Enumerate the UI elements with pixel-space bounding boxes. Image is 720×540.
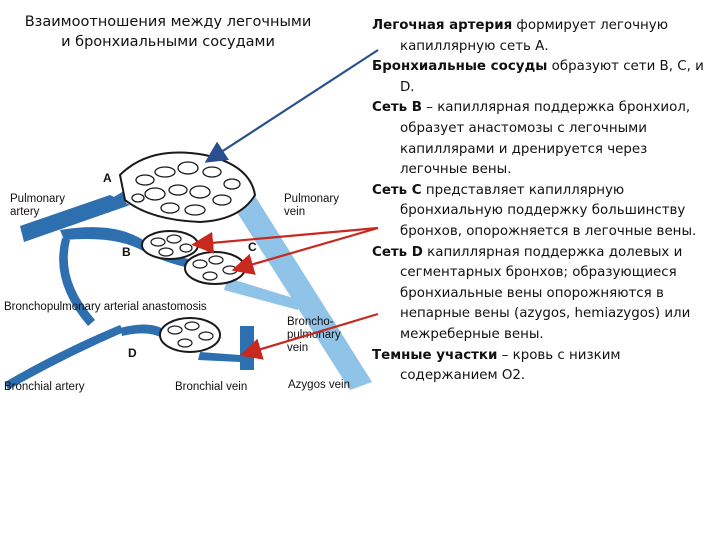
label-pulmonary-artery-1: Pulmonary [10, 193, 65, 205]
label-anastomosis: Bronchopulmonary arterial anastomosis [4, 301, 207, 313]
paragraph-rest: – капиллярная поддержка бронхиол, образу… [400, 100, 691, 178]
paragraph-lead: Сеть В [372, 100, 423, 116]
paragraph-rest: капиллярная поддержка долевых и сегмента… [400, 244, 691, 342]
label-d: D [128, 346, 137, 360]
paragraph-lead: Бронхиальные сосуды [372, 59, 548, 75]
paragraph-lead: Темные участки [372, 347, 498, 363]
paragraph-rest: представляет капиллярную бронхиальную по… [400, 182, 697, 239]
label-b: B [122, 245, 131, 259]
paragraph-dark-areas: Темные участки – кровь с низким содержан… [372, 346, 717, 387]
label-a: A [103, 171, 112, 185]
paragraph-network-b: Сеть В – капиллярная поддержка бронхиол,… [372, 98, 717, 180]
azygos-vein-vessel [240, 326, 254, 370]
broncho-pulmonary-vein-band [224, 278, 300, 310]
label-bronchial-artery: Bronchial artery [4, 381, 85, 393]
label-broncho-pulmonary-vein-2: pulmonary [287, 329, 341, 341]
arrow-to-network-a [204, 49, 379, 163]
network-a [118, 151, 257, 224]
paragraph-bronchial-vessels: Бронхиальные сосуды образуют сети В, С, … [372, 57, 717, 98]
paragraph-lead: Легочная артерия [372, 18, 513, 33]
label-azygos-vein: Azygos vein [288, 379, 350, 391]
network-d-artery [120, 324, 165, 338]
paragraph-lead: Сеть С [372, 182, 422, 198]
label-pulmonary-vein-2: vein [284, 206, 305, 218]
label-c: C [248, 240, 257, 254]
network-b [141, 230, 199, 260]
paragraph-lead: Сеть D [372, 244, 423, 260]
paragraph-rest: – кровь с низким содержанием О2. [400, 347, 621, 384]
bronchial-vein-vessel [198, 352, 240, 362]
paragraph-network-d: Сеть D капиллярная поддержка долевых и с… [372, 243, 717, 346]
paragraph-network-c: Сеть С представляет капиллярную бронхиал… [372, 181, 717, 243]
paragraph-rest: образуют сети В, С, и D. [400, 59, 704, 95]
network-d [159, 317, 221, 353]
label-pulmonary-artery-2: artery [10, 206, 40, 218]
slide-title: Взаимоотношения между легочными и бронхи… [24, 14, 312, 50]
label-pulmonary-vein-1: Pulmonary [284, 193, 339, 205]
label-bronchial-vein: Bronchial vein [175, 381, 247, 393]
bronchial-artery-vessel [5, 325, 124, 390]
vascular-diagram: A B C D Pulmonary artery Pulmonary vein … [4, 151, 372, 393]
label-broncho-pulmonary-vein-1: Broncho- [287, 316, 334, 328]
paragraph-rest: формирует легочную капиллярную сеть А. [400, 18, 668, 54]
description-text: Легочная артерия формирует легочную капи… [372, 16, 717, 387]
network-c [184, 251, 246, 285]
bronchial-artery-riser [59, 238, 95, 326]
label-broncho-pulmonary-vein-3: vein [287, 342, 308, 354]
paragraph-pulmonary-artery: Легочная артерия формирует легочную капи… [372, 16, 717, 57]
